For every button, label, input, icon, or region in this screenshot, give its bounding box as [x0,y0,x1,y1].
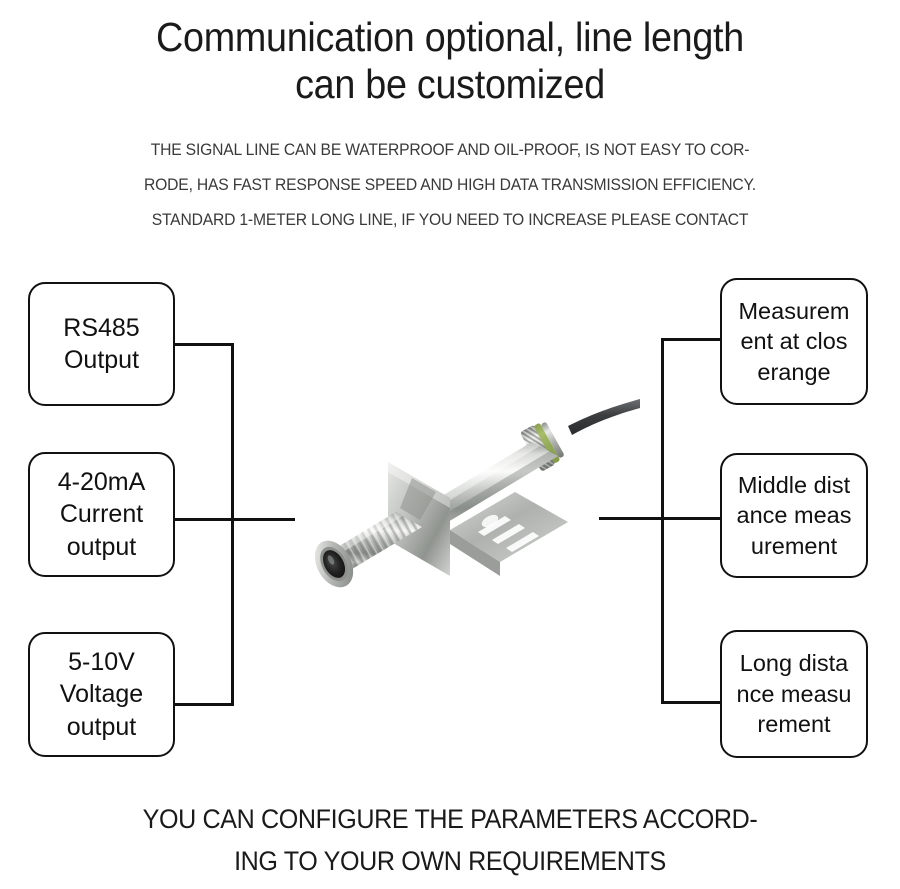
right-connector-close-range [661,338,723,341]
left-connector-current [173,518,295,521]
subtitle-line-1: THE SIGNAL LINE CAN BE WATERPROOF AND OI… [150,141,750,159]
callout-middle-distance-measurement[interactable]: Middle dist ance meas urement [720,453,868,578]
left-connector-voltage [173,703,233,706]
subtitle-line-3: STANDARD 1-METER LONG LINE, IF YOU NEED … [151,211,749,229]
page-title-line2: can be customized [295,61,605,107]
right-connector-middle-distance [599,517,723,520]
header: Communication optional, line length can … [0,14,900,108]
callout-line-1: RS485 [63,313,140,342]
sensor-flange-plate [388,462,450,576]
left-connector-rs485 [173,343,233,346]
product-image-infrared-sensor [300,380,640,640]
mounting-bracket [450,492,568,576]
subtitle-paragraph: THE SIGNAL LINE CAN BE WATERPROOF AND OI… [70,133,830,238]
sensor-illustration [314,399,640,588]
callout-line-3: output [66,712,137,741]
callout-line-3: erange [757,358,831,385]
callout-line-2: Current [59,500,144,529]
callout-line-2: Voltage [59,680,144,709]
callout-line-2: Output [63,346,140,374]
callout-line-1: 5-10V [68,647,135,676]
callout-line-2: nce measu [736,680,852,707]
callout-line-2: ance meas [736,502,852,529]
callout-close-range-measurement[interactable]: Measurem ent at clos erange [720,278,868,405]
callout-line-3: output [66,532,137,561]
sensor-cable [568,399,640,435]
subtitle-line-2: RODE, HAS FAST RESPONSE SPEED AND HIGH D… [144,176,756,194]
callout-line-2: ent at clos [740,328,848,355]
callout-voltage-output[interactable]: 5-10V Voltage output [28,632,175,757]
footer-line-1: YOU CAN CONFIGURE THE PARAMETERS ACCORD- [142,804,758,834]
footer-line-2: ING TO YOUR OWN REQUIREMENTS [234,846,666,876]
callout-current-output[interactable]: 4-20mA Current output [28,452,175,577]
right-connector-long-distance [661,701,723,704]
callout-long-distance-measurement[interactable]: Long dista nce measu rement [720,630,868,758]
footer-text: YOU CAN CONFIGURE THE PARAMETERS ACCORD-… [78,798,822,882]
callout-rs485-output[interactable]: RS485 Output [28,282,175,406]
callout-line-3: urement [750,532,838,559]
callout-line-3: rement [757,711,831,738]
sensor-lens-housing [314,540,354,588]
page-title-line1: Communication optional, line length [156,14,744,60]
callout-line-1: Measurem [738,297,850,324]
sensor-threaded-barrel [326,512,422,569]
right-spine-vertical [661,338,664,704]
callout-line-1: 4-20mA [57,467,146,496]
callout-line-1: Long dista [739,650,849,677]
callout-line-1: Middle dist [737,471,851,498]
left-spine-vertical [231,343,234,706]
